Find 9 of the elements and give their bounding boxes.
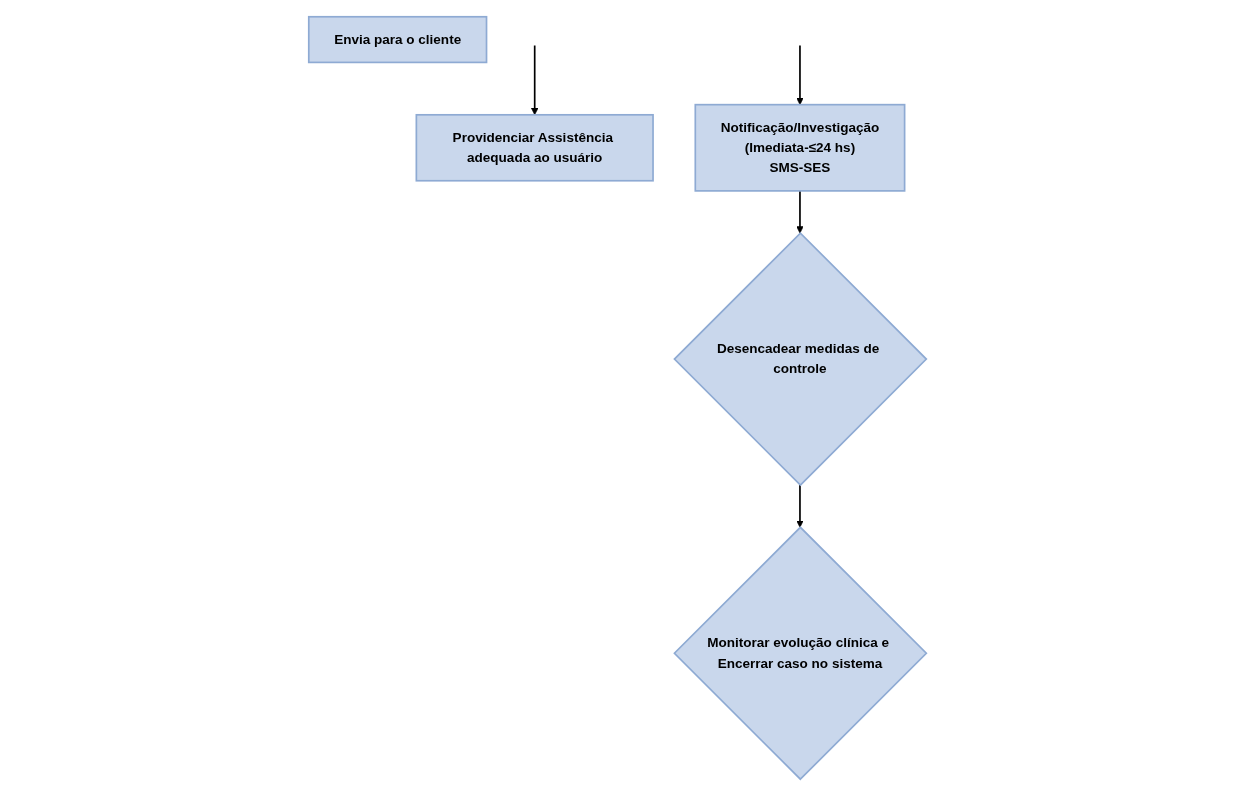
node-box: Notificação/Investigação (Imediata-≤24 hs) SMS-SES: [694, 103, 906, 192]
node-diamond: Desencadear medidas de controle: [673, 231, 928, 487]
arrow: [530, 44, 539, 116]
node-diamond: Monitorar evolução clínica e Encerrar caso no sistema: [673, 526, 928, 781]
node-box: Providenciar Assistência adequada ao usuário: [415, 114, 654, 182]
arrow: [796, 44, 804, 106]
node-box: Envia para o cliente: [307, 15, 488, 64]
arrow: [796, 190, 804, 234]
arrow: [796, 484, 804, 528]
